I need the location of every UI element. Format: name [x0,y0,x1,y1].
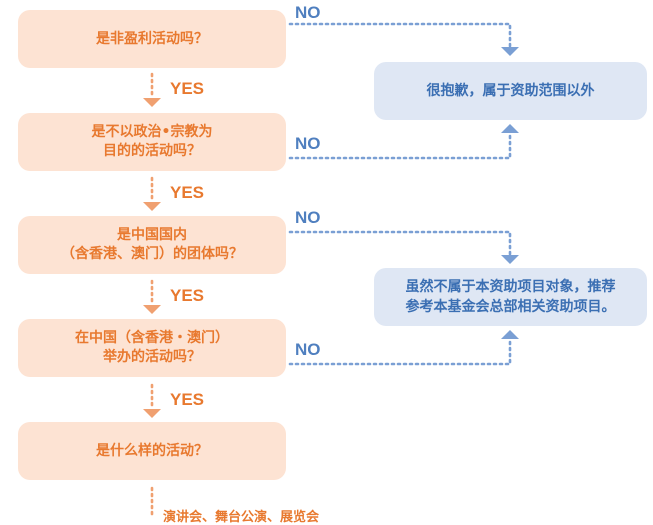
yes-arrowhead-3 [143,305,161,314]
no-label: NO [295,340,321,359]
no-label: NO [295,208,321,227]
question-text: 是非盈利活动吗？ [96,30,208,47]
yes-label: YES [170,79,205,98]
no-arrowhead-4 [501,330,519,339]
no-connector-2 [288,132,512,160]
yes-label: YES [170,390,205,409]
yes-arrowhead-1 [143,98,161,107]
activity-types-text: 演讲会、舞台公演、展览会 [163,510,320,525]
question-text: 举办的活动吗？ [103,349,201,365]
question-box-non-political: 是不以政治•宗教为 目的的活动吗？ [18,113,286,171]
yes-arrowhead-4 [143,409,161,418]
question-box-domestic-group: 是中国国内 （含香港、澳门）的团体吗？ [18,216,286,274]
no-arrowhead-3 [501,255,519,264]
answer-text: 虽然不属于本资助项目对象，推荐 [405,279,616,295]
answer-text: 很抱歉，属于资助范围以外 [426,83,595,99]
answer-text: 参考本基金会总部相关资助项目。 [405,299,616,315]
no-arrowhead-1 [501,47,519,56]
no-connector-4 [288,338,512,366]
question-box-held-in-china: 在中国（含香港・澳门） 举办的活动吗？ [18,319,286,377]
no-connector-1 [288,22,512,48]
no-arrowhead-2 [501,124,519,133]
no-label: NO [295,134,321,153]
question-text: 目的的活动吗？ [103,143,201,159]
question-text: 在中国（含香港・澳门） [75,330,229,346]
question-text: 是什么样的活动？ [96,442,208,459]
question-text: （含香港、澳门）的团体吗？ [61,246,243,262]
no-label: NO [295,3,321,22]
yes-label: YES [170,286,205,305]
question-text: 是不以政治•宗教为 [91,124,213,140]
no-connector-3 [288,230,512,256]
question-box-nonprofit: 是非盈利活动吗？ [18,10,286,68]
answer-box-out-of-scope: 很抱歉，属于资助范围以外 [374,62,647,120]
question-text: 是中国国内 [117,227,187,243]
answer-box-refer-headquarters: 虽然不属于本资助项目对象，推荐 参考本基金会总部相关资助项目。 [374,268,647,326]
yes-arrowhead-2 [143,202,161,211]
yes-label: YES [170,183,205,202]
question-box-activity-type: 是什么样的活动？ [18,422,286,480]
